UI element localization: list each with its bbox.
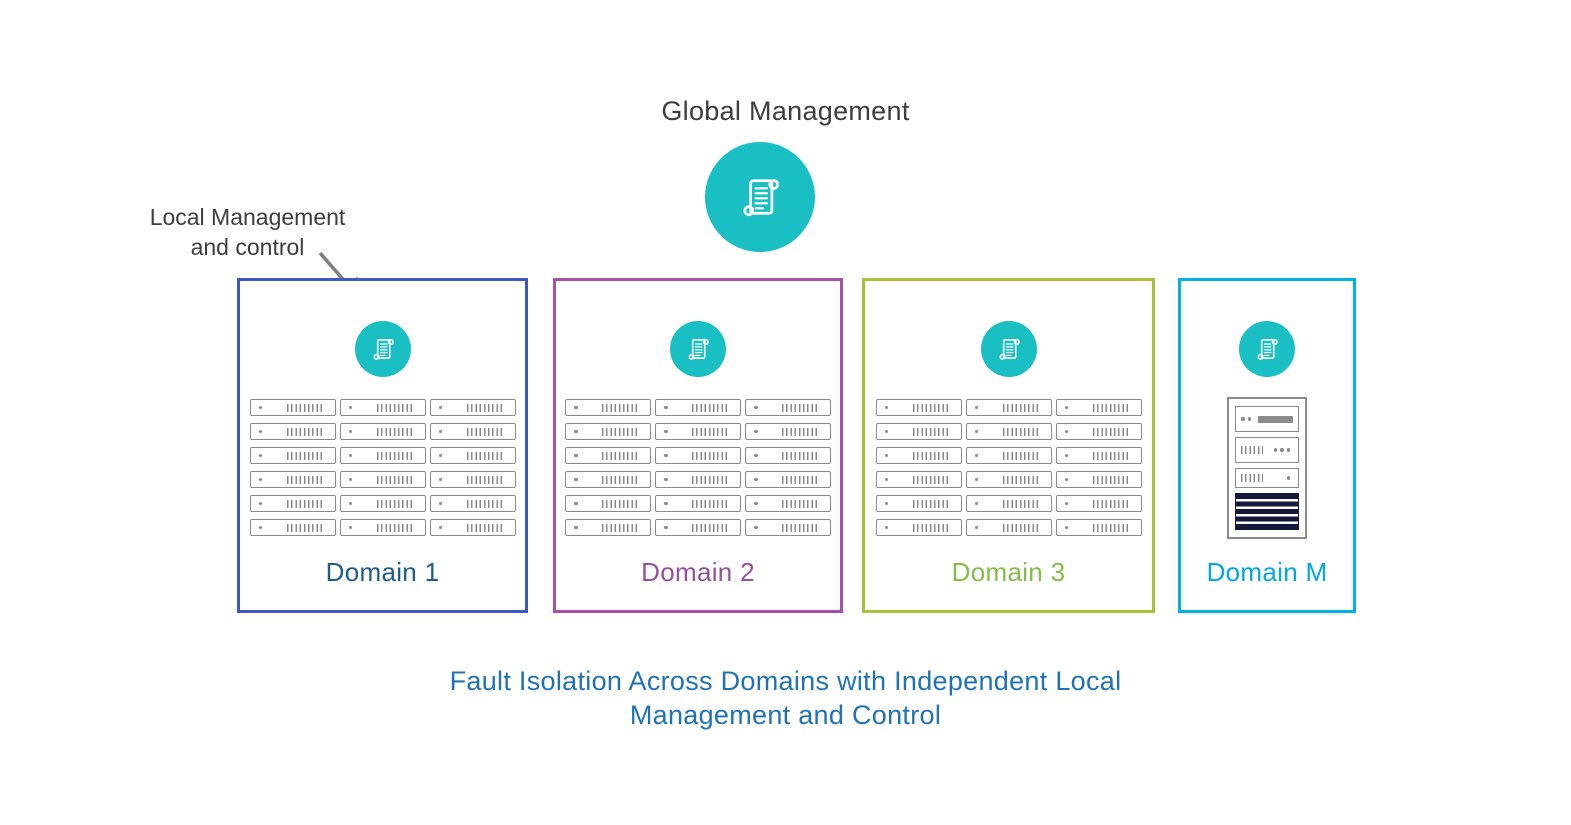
server-unit-icon [875,495,962,512]
server-unit-icon [565,423,651,440]
server-unit-icon [965,447,1052,464]
server-grid [565,399,831,536]
server-unit-icon [1055,471,1142,488]
scroll-icon [992,332,1026,366]
server-unit-icon [1055,495,1142,512]
server-unit-icon [249,399,336,416]
domain-label: Domain 1 [325,557,440,587]
local-management-annotation: Local Management and control [120,202,375,262]
server-unit-icon [429,519,516,536]
server-unit-icon [565,495,651,512]
server-unit-icon [965,399,1052,416]
tower-module [1235,468,1299,488]
server-grid [249,399,516,536]
server-unit-icon [565,447,651,464]
server-unit-icon [249,495,336,512]
server-unit-icon [965,495,1052,512]
server-unit-icon [965,471,1052,488]
server-unit-icon [655,495,741,512]
server-unit-icon [1055,399,1142,416]
server-unit-icon [429,399,516,416]
server-unit-icon [339,519,426,536]
server-unit-icon [339,399,426,416]
server-unit-icon [875,471,962,488]
annotation-line-1: Local Management [149,204,346,230]
domain-box-m: Domain M [1178,278,1356,613]
server-unit-icon [339,471,426,488]
server-unit-icon [655,399,741,416]
tower-module [1235,437,1299,463]
global-management-icon [705,142,815,252]
domain-label: Domain 2 [641,557,755,587]
server-unit-icon [745,447,831,464]
server-unit-icon [965,519,1052,536]
tower-module [1235,406,1299,432]
server-unit-icon [565,519,651,536]
server-unit-icon [745,399,831,416]
caption-line-2: Management and Control [629,700,942,730]
server-unit-icon [249,519,336,536]
domain-label: Domain M [1206,557,1328,587]
server-unit-icon [339,447,426,464]
scroll-icon [366,332,400,366]
caption-line-1: Fault Isolation Across Domains with Inde… [449,666,1122,696]
local-management-icon [354,321,411,377]
server-unit-icon [655,471,741,488]
server-unit-icon [565,471,651,488]
server-unit-icon [249,471,336,488]
domain-box-2: Domain 2 [553,278,843,613]
server-unit-icon [339,495,426,512]
local-management-icon [980,321,1037,377]
server-unit-icon [875,399,962,416]
server-unit-icon [745,519,831,536]
global-management-title: Global Management [661,96,910,126]
server-unit-icon [429,447,516,464]
local-management-icon [670,321,726,377]
server-unit-icon [965,423,1052,440]
server-unit-icon [429,471,516,488]
server-unit-icon [875,423,962,440]
local-management-icon [1239,321,1295,377]
domain-box-3: Domain 3 [862,278,1155,613]
domain-label: Domain 3 [951,557,1066,587]
annotation-line-2: and control [190,234,305,260]
server-unit-icon [1055,423,1142,440]
scroll-icon [1250,332,1284,366]
scroll-icon [730,167,790,227]
server-unit-icon [745,423,831,440]
server-unit-icon [1055,447,1142,464]
server-unit-icon [655,447,741,464]
tower-module-dark [1235,493,1299,530]
server-unit-icon [875,447,962,464]
server-unit-icon [745,495,831,512]
server-unit-icon [745,471,831,488]
server-unit-icon [655,423,741,440]
server-grid [875,399,1142,536]
server-unit-icon [429,495,516,512]
domain-box-1: Domain 1 [237,278,528,613]
server-unit-icon [339,423,426,440]
bottom-caption: Fault Isolation Across Domains with Inde… [0,664,1571,732]
server-unit-icon [655,519,741,536]
scroll-icon [681,332,715,366]
server-unit-icon [249,447,336,464]
server-tower-icon [1227,397,1307,539]
server-unit-icon [565,399,651,416]
server-unit-icon [1055,519,1142,536]
server-unit-icon [875,519,962,536]
server-unit-icon [429,423,516,440]
server-unit-icon [249,423,336,440]
